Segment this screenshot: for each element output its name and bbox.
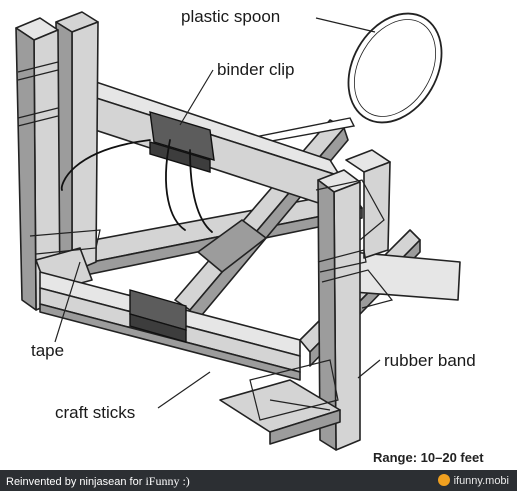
label-range: Range: 10–20 feet xyxy=(373,450,484,465)
front-left-upright xyxy=(15,17,93,311)
ifunny-logo-icon xyxy=(437,474,450,486)
footer-site-label: ifunny.mobi xyxy=(453,475,509,487)
label-plastic-spoon: plastic spoon xyxy=(181,7,281,26)
watermark-footer: Reinvented by ninjasean for iFunny :) if… xyxy=(0,470,517,491)
spoon-leader-line xyxy=(315,17,376,33)
binder-clip-bottom xyxy=(129,289,187,343)
label-craft-sticks: craft sticks xyxy=(55,403,136,422)
craft-sticks-leader-line xyxy=(157,371,211,409)
leader-lines xyxy=(54,17,381,409)
rubber-band-leader-line xyxy=(357,359,381,379)
footer-credit: Reinvented by ninjasean for iFunny :) xyxy=(6,474,190,489)
footer-brand: iFunny :) xyxy=(145,474,190,488)
rubber-bands xyxy=(17,61,394,421)
binder-clip-top xyxy=(60,111,215,233)
bottom-front-feet xyxy=(219,379,341,445)
label-tape: tape xyxy=(31,341,65,360)
catapult-illustration: .w { fill: #d4d4d4; stroke: #222; stroke… xyxy=(15,11,461,451)
footer-credit-prefix: Reinvented by ninjasean for xyxy=(6,476,146,488)
footer-site[interactable]: ifunny.mobi xyxy=(437,474,509,487)
front-right-upright xyxy=(317,149,391,451)
label-binder-clip: binder clip xyxy=(217,60,295,79)
tape-leader-line xyxy=(54,261,81,343)
catapult-diagram: .w { fill: #d4d4d4; stroke: #222; stroke… xyxy=(15,7,484,465)
plastic-spoon xyxy=(238,12,443,147)
label-rubber-band: rubber band xyxy=(384,351,476,370)
binder-clip-leader-line xyxy=(179,69,214,126)
